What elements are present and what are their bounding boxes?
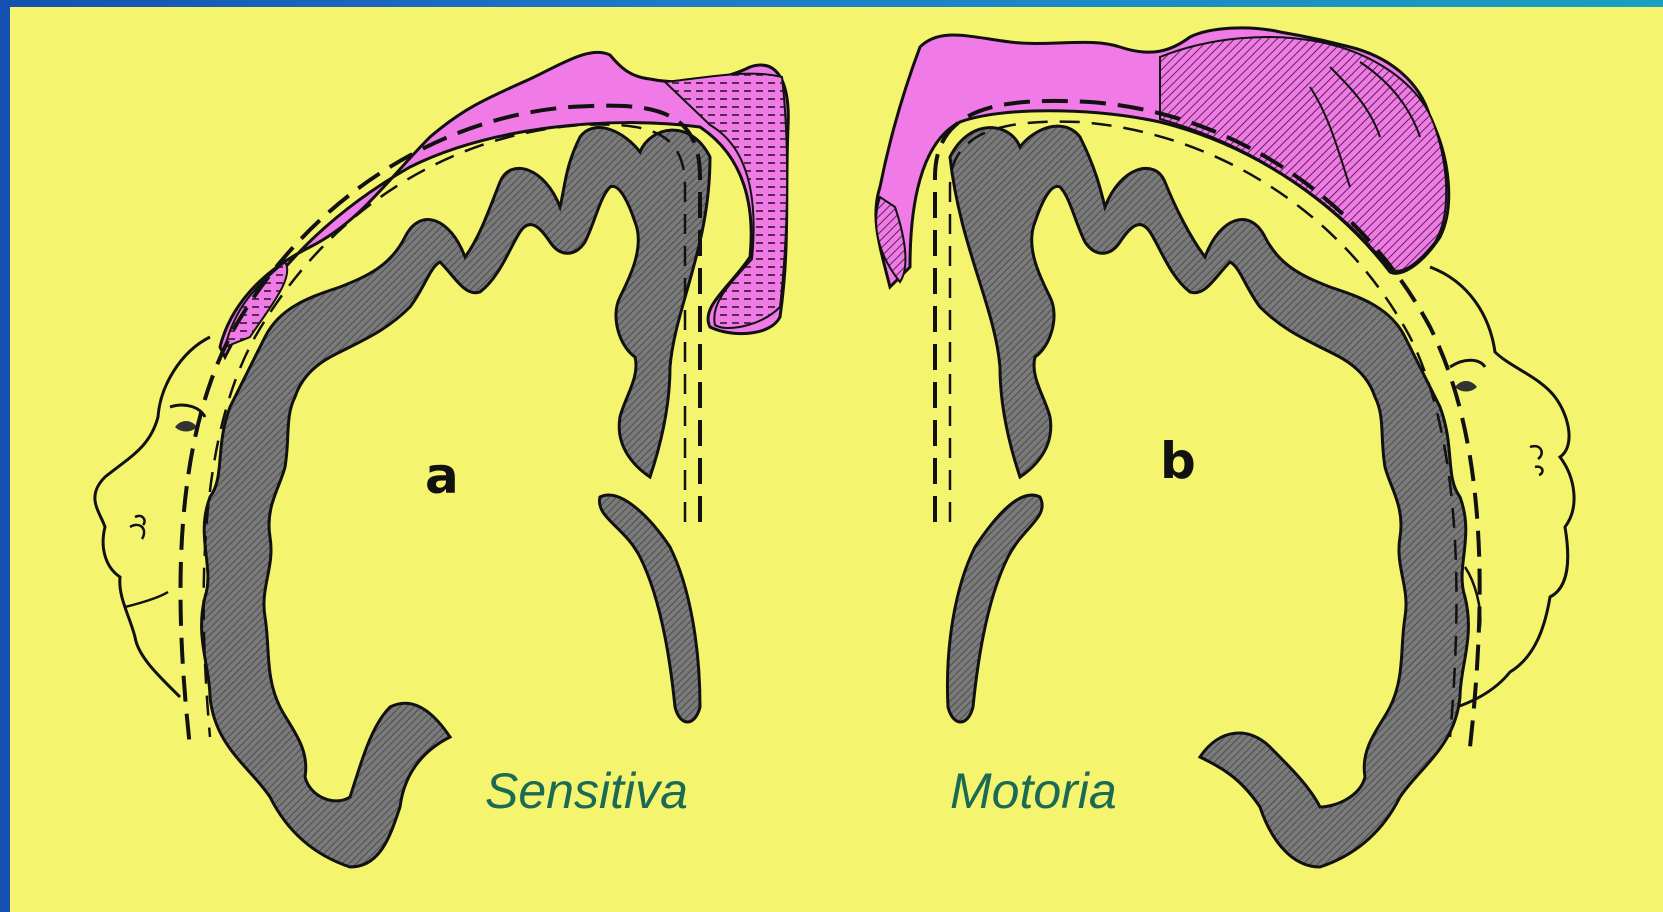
panel-letter-a: a: [425, 447, 459, 505]
left-face-profile: [95, 337, 210, 697]
right-ventricle: [947, 495, 1042, 722]
caption-sensitiva: Sensitiva: [485, 762, 688, 820]
panel-letter-b: b: [1160, 432, 1196, 490]
caption-motoria: Motoria: [950, 762, 1117, 820]
left-ventricle: [599, 495, 700, 722]
brain-sections-illustration: [10, 7, 1663, 912]
diagram-canvas: a b Sensitiva Motoria: [10, 7, 1663, 912]
right-hemisphere-section: [876, 28, 1574, 867]
